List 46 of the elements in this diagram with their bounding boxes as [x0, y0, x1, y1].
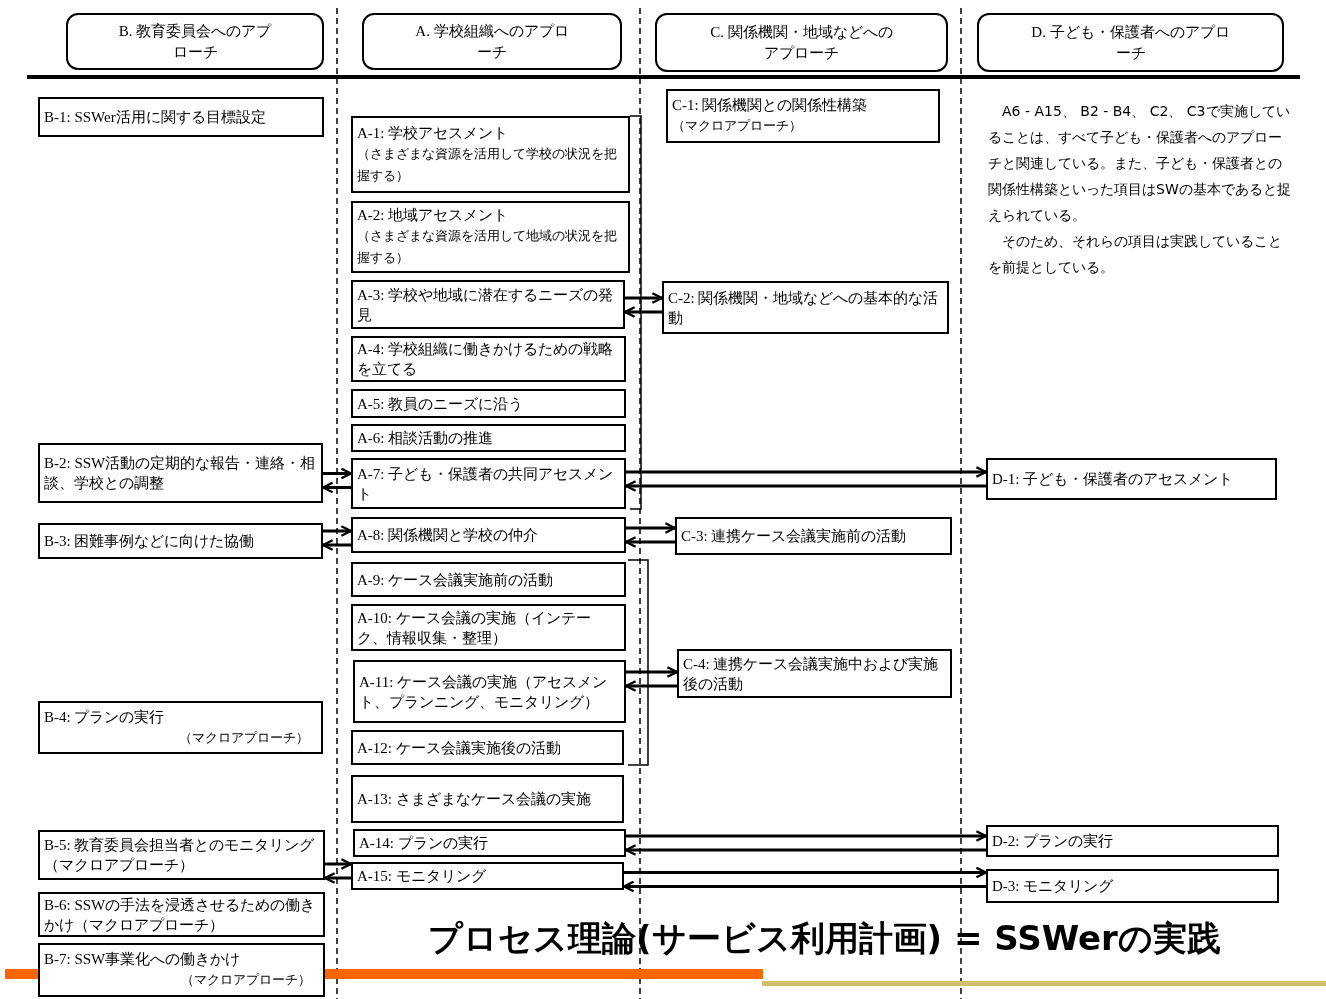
- process-box: D-2: プランの実行: [986, 825, 1279, 857]
- arrow: [626, 666, 679, 678]
- process-box: D-3: モニタリング: [986, 869, 1279, 903]
- process-box: A-15: モニタリング: [351, 862, 624, 890]
- process-box: B-6: SSWの手法を浸透させるための働きかけ（マクロアプローチ）: [38, 892, 325, 937]
- process-box: C-3: 連携ケース会議実施前の活動: [675, 517, 952, 555]
- process-box: A-10: ケース会議の実施（インテーク、情報収集・整理）: [351, 604, 626, 651]
- process-box: B-1: SSWer活用に関する目標設定: [38, 97, 324, 137]
- process-box: A-5: 教員のニーズに沿う: [351, 389, 626, 418]
- arrow: [323, 467, 353, 480]
- process-box: C-1: 関係機関との関係性構築 （マクロアプローチ）: [666, 89, 940, 143]
- process-box: A-9: ケース会議実施前の活動: [351, 562, 626, 597]
- arrow: [325, 858, 353, 870]
- process-box: A-3: 学校や地域に潜在するニーズの発見: [351, 280, 625, 329]
- process-box: A-13: さまざまなケース会議の実施: [351, 775, 624, 823]
- note-text: そのため、それらの項目は実践していることを前提としている。: [988, 232, 1283, 277]
- process-box: A-7: 子ども・保護者の共同アセスメント: [351, 458, 626, 509]
- process-box: C-2: 関係機関・地域などへの基本的な活動: [662, 281, 949, 334]
- process-box: B-3: 困難事例などに向けた協働: [38, 523, 323, 559]
- process-box: B-4: プランの実行 （マクロアプローチ）: [38, 701, 323, 754]
- process-box: A-6: 相談活動の推進: [351, 424, 626, 452]
- arrow: [626, 466, 988, 478]
- title: プロセス理論(サービス利用計画) = SSWerの実践: [428, 917, 1221, 960]
- arrow: [625, 292, 664, 304]
- column-header: A. 学校組織へのアプローチ: [362, 13, 622, 70]
- process-box: A-4: 学校組織に働きかけるための戦略を立てる: [351, 336, 626, 382]
- arrow: [626, 522, 677, 534]
- arrow: [624, 866, 988, 879]
- arrow: [323, 872, 351, 884]
- column-header: B. 教育委員会へのアプローチ: [66, 13, 324, 70]
- process-box: A-2: 地域アセスメント （さまざまな資源を活用して地域の状況を把握する）: [351, 201, 630, 273]
- process-box: C-4: 連携ケース会議実施中および実施後の活動: [677, 649, 952, 698]
- process-box: A-14: プランの実行: [353, 829, 626, 857]
- process-box: A-11: ケース会議の実施（アセスメント、プランニング、モニタリング）: [353, 660, 626, 723]
- note-text: A6 - A15、 B2 - B4、 C2、 C3で実施していることは、すべて子ども・保護者へのアプローチと関連している。また、子ども・保護者との関係性構築といった項目はSWの基本であると捉えられている。: [988, 102, 1292, 225]
- process-box: B-2: SSW活動の定期的な報告・連絡・相談、学校との調整: [38, 443, 323, 503]
- process-box: A-12: ケース会議実施後の活動: [351, 730, 624, 765]
- process-box: A-1: 学校アセスメント （さまざまな資源を活用して学校の状況を把握する）: [351, 116, 630, 193]
- process-box: B-7: SSW事業化への働きかけ （マクロアプローチ）: [38, 943, 325, 997]
- arrow: [323, 525, 353, 537]
- process-box: D-1: 子ども・保護者のアセスメント: [986, 458, 1277, 500]
- process-box: A-8: 関係機関と学校の仲介: [351, 517, 626, 553]
- arrow: [626, 830, 988, 842]
- process-box: B-5: 教育委員会担当者とのモニタリング（マクロアプローチ）: [38, 830, 325, 880]
- column-header: D. 子ども・保護者へのアプローチ: [977, 13, 1284, 72]
- column-header: C. 関係機関・地域などへのアプローチ: [655, 13, 948, 72]
